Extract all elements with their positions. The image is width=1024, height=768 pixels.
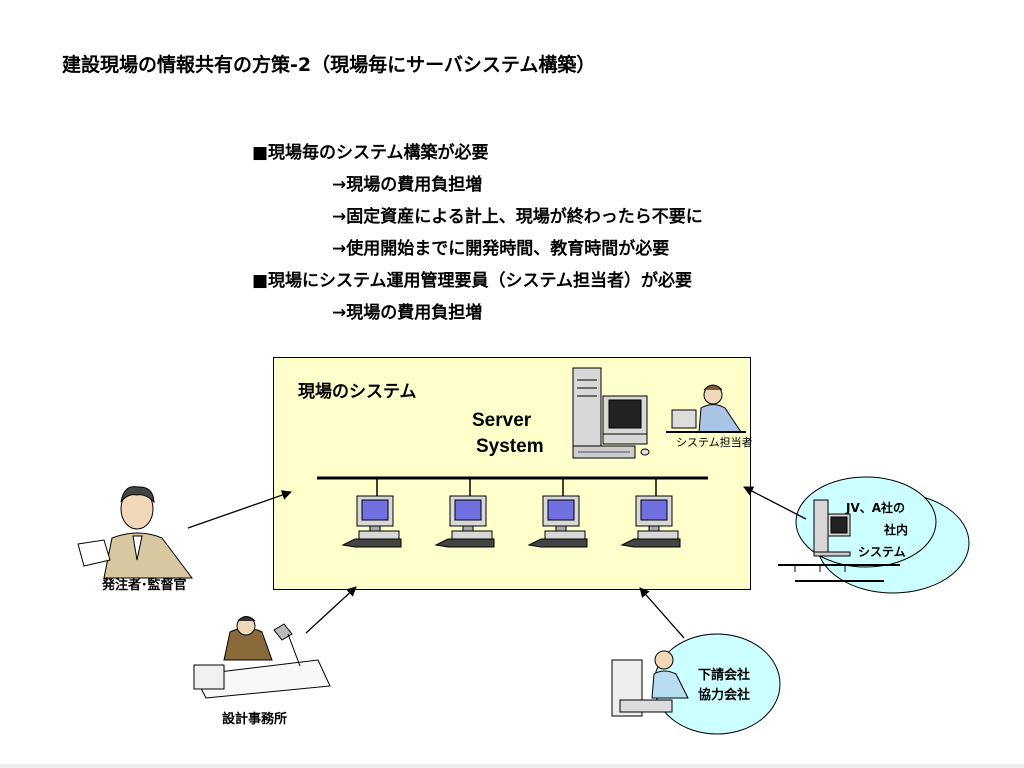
- site-system-box: [273, 357, 751, 590]
- design-office-label: 設計事務所: [222, 712, 288, 727]
- arrow-orderer: [187, 490, 292, 529]
- jv-label-line3: システム: [858, 545, 906, 559]
- system-admin-label: システム担当者: [676, 436, 753, 449]
- subcontractor-label-line1: 下請会社: [698, 668, 751, 683]
- site-system-label: 現場のシステム: [298, 382, 417, 402]
- bullet-1-sub-1: →現場の費用負担増: [332, 175, 483, 195]
- server-computer-icon: [572, 367, 650, 459]
- bullet-2-sub-1: →現場の費用負担増: [332, 303, 483, 323]
- jv-network-lines: [778, 564, 900, 582]
- system-admin-person-icon: [666, 384, 746, 433]
- client-pc-icon: [527, 495, 588, 548]
- subcontractor-label-line2: 協力会社: [698, 688, 751, 703]
- bullet-1-sub-3: →使用開始までに開発時間、教育時間が必要: [332, 239, 670, 259]
- client-pc-icon: [620, 495, 681, 548]
- jv-label-line1: JV、A社の: [846, 501, 906, 515]
- bullet-1: ■現場毎のシステム構築が必要: [252, 143, 489, 163]
- network-bus: [317, 476, 708, 497]
- arrow-jv: [743, 486, 807, 520]
- arrow-subcontractor: [639, 587, 685, 639]
- server-label-line2: System: [476, 436, 544, 457]
- orderer-label: 発注者･監督官: [102, 578, 187, 593]
- bullet-1-sub-2: →固定資産による計上、現場が終わったら不要に: [332, 207, 703, 227]
- jv-bubble-front: [795, 476, 937, 568]
- orderer-supervisor-icon: [77, 486, 193, 579]
- server-label-line1: Server: [472, 410, 532, 431]
- footer-divider: [0, 764, 1024, 768]
- client-pc-icon: [434, 495, 495, 548]
- client-pc-icon: [341, 495, 402, 548]
- bullet-2: ■現場にシステム運用管理要員（システム担当者）が必要: [252, 271, 693, 291]
- jv-label-line2: 社内: [884, 523, 909, 537]
- jv-pc-icon: [813, 499, 851, 557]
- design-office-icon: [193, 616, 331, 699]
- slide-title: 建設現場の情報共有の方策-2（現場毎にサーバシステム構築）: [62, 54, 596, 76]
- subcontractor-person-icon: [611, 650, 689, 717]
- arrow-design-office: [305, 586, 357, 634]
